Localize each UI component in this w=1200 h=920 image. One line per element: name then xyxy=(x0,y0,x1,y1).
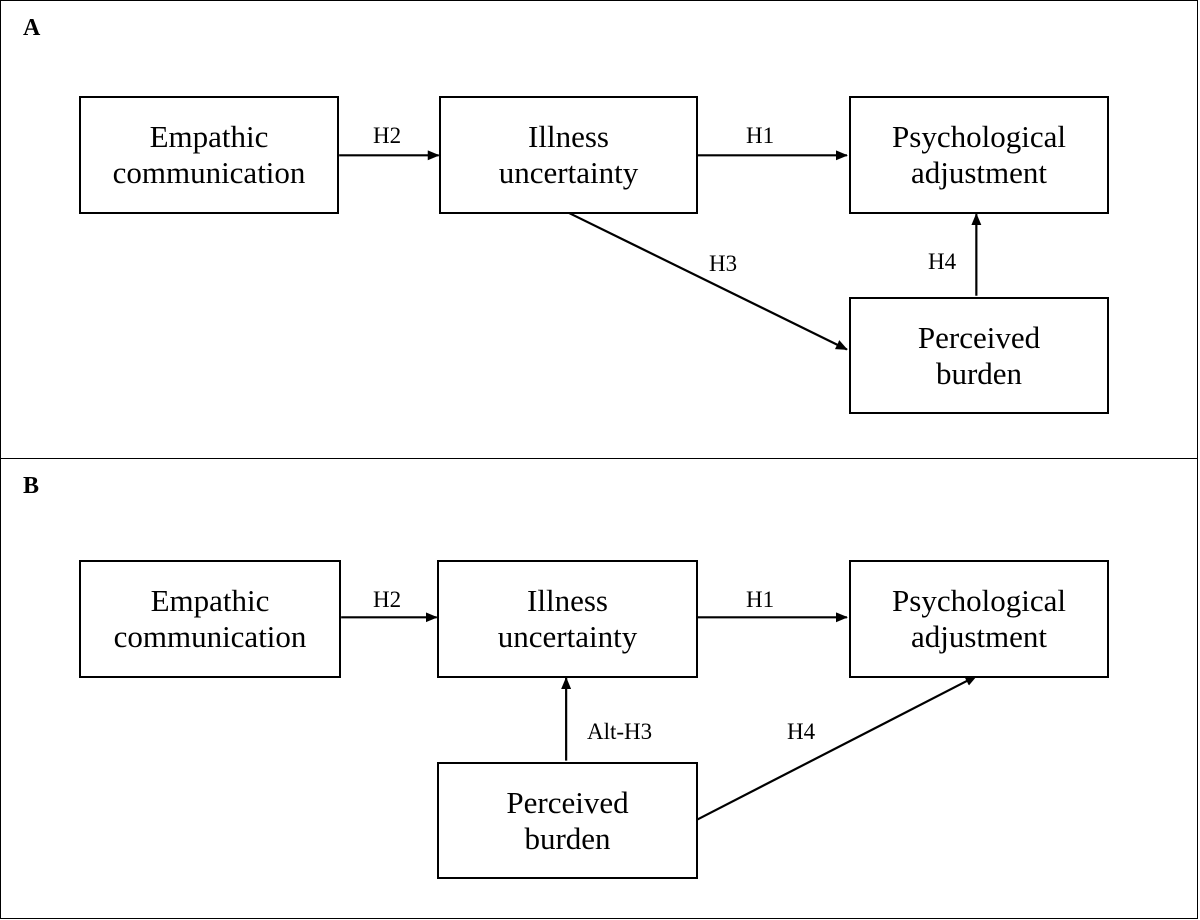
node-label: Psychological adjustment xyxy=(892,119,1066,190)
panel-letter-a: A xyxy=(23,15,41,41)
edge-label-h1-a: H1 xyxy=(746,123,775,148)
node-empathic-communication-b: Empathic communication xyxy=(79,560,341,678)
node-illness-uncertainty-b: Illness uncertainty xyxy=(437,560,698,678)
panel-b: B Empathic communication Illness uncerta… xyxy=(0,458,1198,919)
panel-letter-b: B xyxy=(23,473,40,499)
node-label: Empathic communication xyxy=(112,119,306,190)
node-label: Psychological adjustment xyxy=(892,583,1066,654)
edge-label-h4-b: H4 xyxy=(787,719,816,744)
panel-a-arrows xyxy=(339,150,982,351)
edge-label-h1-b: H1 xyxy=(746,587,775,612)
node-perceived-burden-b: Perceived burden xyxy=(437,762,698,879)
node-label: Perceived burden xyxy=(506,784,629,856)
edge-label-h2-b: H2 xyxy=(373,587,402,612)
panel-b-arrows xyxy=(341,612,978,822)
node-empathic-communication-a: Empathic communication xyxy=(79,96,339,214)
arrow-h3-a xyxy=(566,211,848,351)
node-illness-uncertainty-a: Illness uncertainty xyxy=(439,96,698,214)
node-psychological-adjustment-a: Psychological adjustment xyxy=(849,96,1109,214)
panel-a: A Empathic communication Illness uncerta… xyxy=(0,0,1198,459)
node-psychological-adjustment-b: Psychological adjustment xyxy=(849,560,1109,678)
arrow-h4-b xyxy=(695,675,978,822)
node-label: Illness uncertainty xyxy=(498,119,639,190)
edge-label-h3-a: H3 xyxy=(709,251,738,276)
node-label: Empathic communication xyxy=(113,583,307,654)
node-perceived-burden-a: Perceived burden xyxy=(849,297,1109,414)
edge-label-h4-a: H4 xyxy=(928,249,957,274)
node-label: Illness uncertainty xyxy=(497,583,638,654)
edge-label-h2-a: H2 xyxy=(373,123,402,148)
edge-label-alt-h3-b: Alt-H3 xyxy=(587,719,653,744)
node-label: Perceived burden xyxy=(917,319,1041,391)
